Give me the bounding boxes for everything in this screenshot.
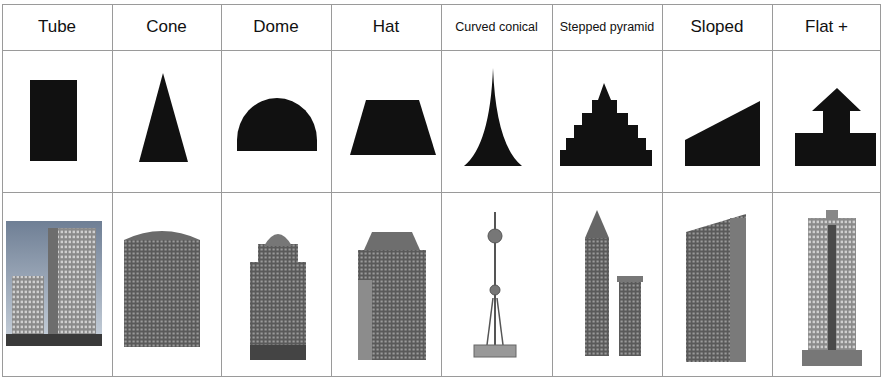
flat-plus-shape — [795, 88, 876, 166]
cone-photo — [124, 231, 200, 347]
sloped-photo — [686, 214, 746, 362]
cone-shape — [139, 73, 188, 162]
stepped-pyramid-shape — [560, 83, 652, 166]
stepped-pyramid-photo — [585, 210, 643, 356]
dome-shape — [237, 98, 317, 151]
column-header: Curved conical — [455, 20, 538, 34]
tube-shape — [30, 80, 77, 161]
building-photos — [6, 210, 862, 366]
column-header: Flat + — [805, 17, 848, 37]
column-header: Tube — [38, 17, 76, 37]
column-header: Sloped — [691, 17, 744, 37]
curved-conical-shape — [464, 68, 522, 166]
hat-shape — [350, 100, 436, 155]
tube-photo — [6, 221, 102, 346]
column-header: Dome — [253, 17, 298, 37]
column-header: Hat — [373, 17, 399, 37]
column-header: Cone — [146, 17, 187, 37]
silhouettes — [30, 68, 876, 166]
curved-conical-photo — [474, 212, 516, 357]
column-header: Stepped pyramid — [560, 20, 655, 34]
hat-photo — [358, 232, 426, 360]
grid-lines — [2, 4, 881, 377]
sloped-shape — [685, 101, 760, 166]
dome-photo — [250, 234, 306, 360]
flat-plus-photo — [802, 210, 862, 366]
